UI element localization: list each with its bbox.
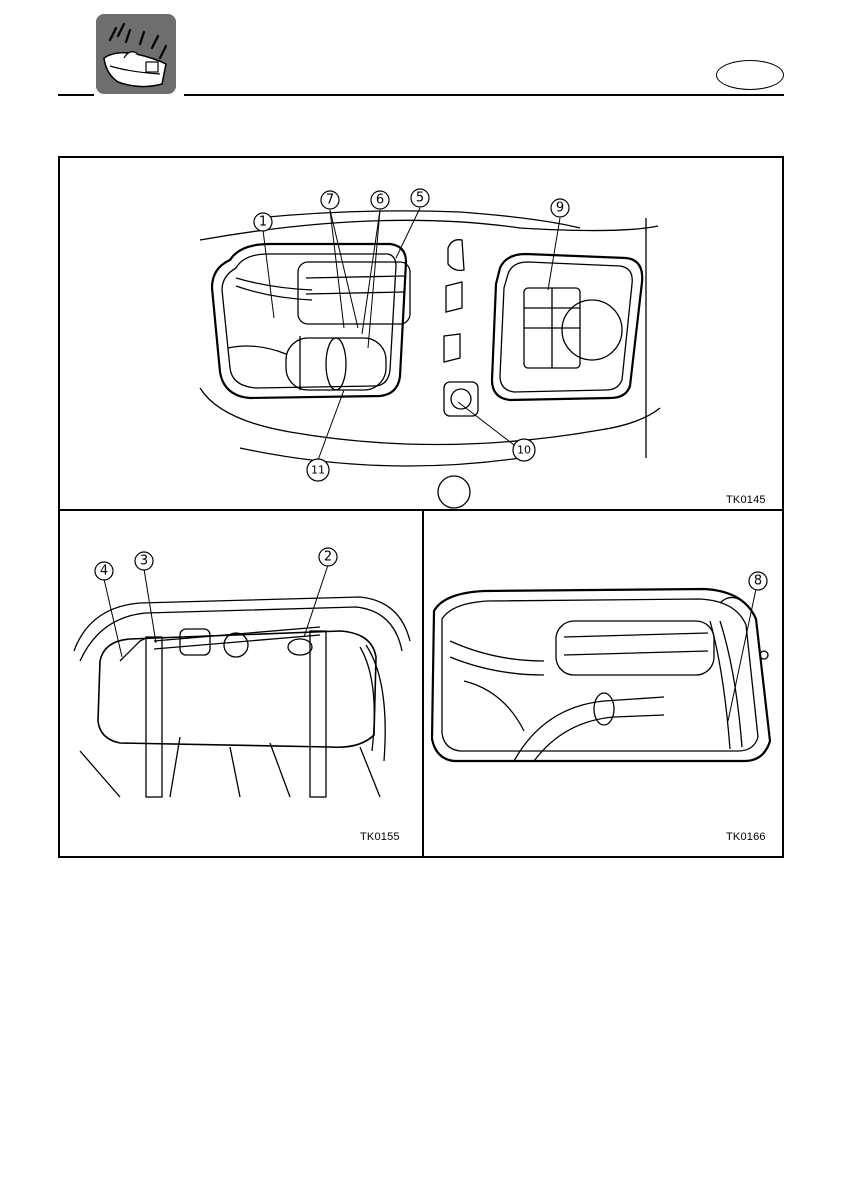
callout-2: 2 — [324, 550, 332, 565]
callout-9: 9 — [556, 201, 564, 216]
language-badge — [716, 60, 784, 90]
figure-code-bottom-left: TK0155 — [360, 831, 400, 843]
callout-8: 8 — [754, 574, 762, 589]
engine-compartment-illustration: 1 7 6 5 9 10 11 — [60, 158, 782, 511]
watercraft-inspection-icon — [96, 14, 176, 94]
figure-frame: 1 7 6 5 9 10 11 TK0145 — [58, 156, 784, 858]
callout-7: 7 — [326, 193, 334, 208]
figure-panel-bottom-left: 4 3 2 TK0155 — [60, 511, 424, 856]
figure-code-bottom-right: TK0166 — [726, 831, 766, 843]
figure-panel-bottom-right: 8 TK0166 — [424, 511, 782, 856]
figure-code-top: TK0145 — [726, 494, 766, 506]
engine-rear-illustration: 8 — [424, 511, 782, 856]
fuel-tank-illustration: 4 3 2 — [60, 511, 424, 856]
header-rule-right — [184, 94, 784, 96]
callout-10: 10 — [517, 444, 531, 457]
callout-6: 6 — [376, 193, 384, 208]
callout-1: 1 — [259, 215, 267, 230]
callout-5: 5 — [416, 191, 424, 206]
header-rule-left — [58, 94, 94, 96]
figure-panel-top: 1 7 6 5 9 10 11 TK0145 — [60, 158, 782, 511]
callout-11: 11 — [311, 464, 325, 477]
callout-4: 4 — [100, 564, 108, 579]
callout-3: 3 — [140, 554, 148, 569]
